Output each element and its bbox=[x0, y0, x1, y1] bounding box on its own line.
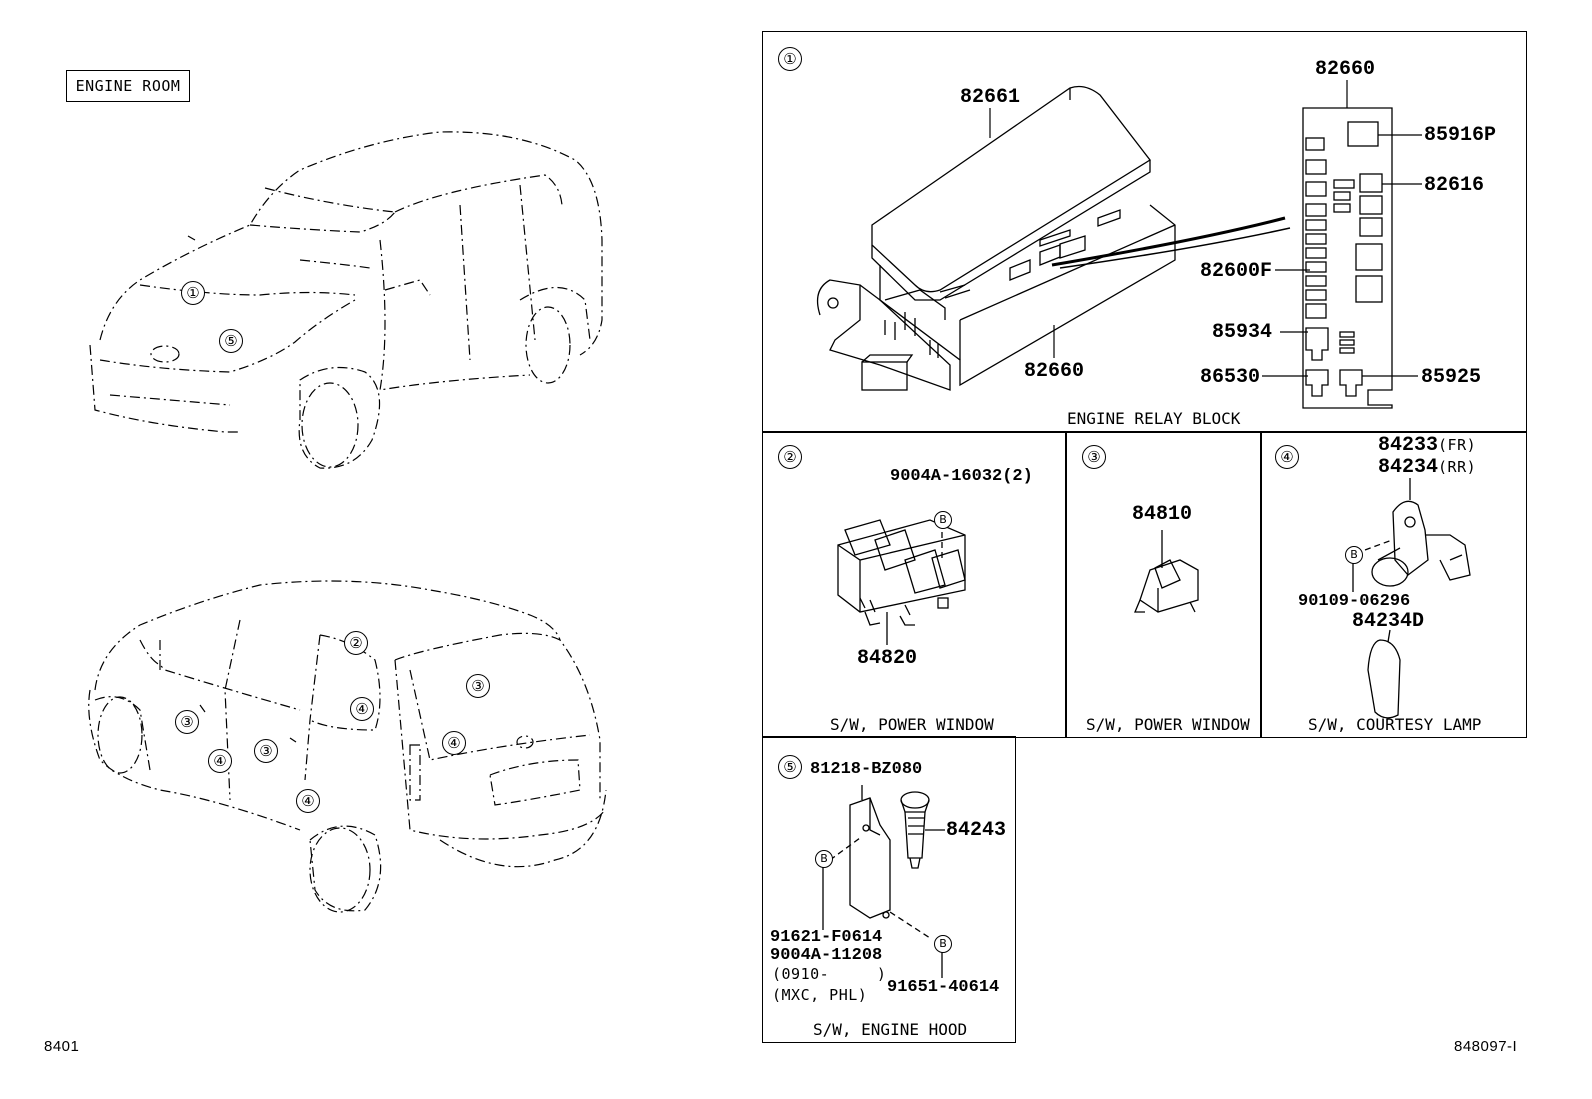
part-86530: 86530 bbox=[1200, 366, 1261, 389]
panel5-caption: S/W, ENGINE HOOD bbox=[813, 1020, 968, 1039]
power-window-switch-drawing bbox=[1134, 530, 1199, 613]
part-84234D: 84234D bbox=[1352, 610, 1425, 633]
part-90109-06296: 90109-06296 bbox=[1298, 592, 1411, 611]
panel2-number: ② bbox=[778, 445, 802, 469]
part-82660-top: 82660 bbox=[1315, 58, 1376, 81]
panel3-caption: S/W, POWER WINDOW bbox=[1086, 715, 1250, 734]
callout-4-rear-upper: ④ bbox=[350, 697, 374, 721]
page-ref-left: 8401 bbox=[44, 1038, 80, 1055]
part-82616: 82616 bbox=[1424, 174, 1485, 197]
relay-block-drawing bbox=[816, 85, 1393, 409]
panel4-caption: S/W, COURTESY LAMP bbox=[1308, 715, 1482, 734]
part-81218-BZ080: 81218-BZ080 bbox=[810, 760, 923, 779]
bolt-marker-panel4: B bbox=[1345, 546, 1363, 564]
callout-3-mid-door: ③ bbox=[254, 739, 278, 763]
part-84820: 84820 bbox=[857, 647, 918, 670]
suffix-fr: (FR) bbox=[1438, 436, 1477, 454]
bolt-marker-panel5-left: B bbox=[815, 850, 833, 868]
part-84234-rr: 84234(RR) bbox=[1378, 456, 1476, 479]
part-84243: 84243 bbox=[946, 819, 1007, 842]
car-rear-view bbox=[88, 580, 607, 913]
engine-hood-switch-drawing bbox=[822, 785, 945, 978]
date-range-note: (0910- ) bbox=[772, 965, 887, 983]
panel2-caption: S/W, POWER WINDOW bbox=[830, 715, 994, 734]
panel1-number: ① bbox=[778, 47, 802, 71]
callout-3-rear-door: ③ bbox=[466, 674, 490, 698]
part-84233: 84233 bbox=[1378, 434, 1439, 457]
part-84233-fr: 84233(FR) bbox=[1378, 434, 1476, 457]
part-82661: 82661 bbox=[960, 86, 1021, 109]
panel4-number: ④ bbox=[1275, 445, 1299, 469]
region-note: (MXC, PHL) bbox=[772, 986, 868, 1004]
panel1-caption: ENGINE RELAY BLOCK bbox=[1067, 409, 1241, 428]
power-window-master-switch-drawing bbox=[837, 519, 966, 645]
bolt-marker-panel2: B bbox=[934, 511, 952, 529]
part-91621-F0614: 91621-F0614 bbox=[770, 928, 883, 947]
callout-4-rear-gate: ④ bbox=[442, 731, 466, 755]
part-84234: 84234 bbox=[1378, 456, 1439, 479]
callout-1-top: ① bbox=[181, 281, 205, 305]
car-front-view bbox=[89, 131, 603, 469]
panel-engine-hood-switch bbox=[762, 736, 1016, 1043]
panel-courtesy-lamp bbox=[1260, 431, 1527, 738]
callout-5-top: ⑤ bbox=[219, 329, 243, 353]
courtesy-lamp-switch-drawing bbox=[1352, 478, 1471, 719]
part-9004A-11208: 9004A-11208 bbox=[770, 946, 883, 965]
part-85925: 85925 bbox=[1421, 366, 1482, 389]
panel-engine-relay-block bbox=[762, 31, 1527, 433]
part-84810: 84810 bbox=[1132, 503, 1193, 526]
panel-power-window bbox=[1065, 431, 1262, 738]
bolt-marker-panel5-right: B bbox=[934, 935, 952, 953]
callout-4-front-door: ④ bbox=[208, 749, 232, 773]
callout-2-bottom: ② bbox=[344, 631, 368, 655]
suffix-rr: (RR) bbox=[1438, 458, 1477, 476]
part-82600F: 82600F bbox=[1200, 260, 1273, 283]
part-9004A-16032: 9004A-16032(2) bbox=[890, 467, 1033, 486]
callout-4-lower: ④ bbox=[296, 789, 320, 813]
panel5-number: ⑤ bbox=[778, 755, 802, 779]
panel3-number: ③ bbox=[1082, 445, 1106, 469]
part-85934: 85934 bbox=[1212, 321, 1273, 344]
engine-room-label: ENGINE ROOM bbox=[66, 70, 190, 102]
part-91651-40614: 91651-40614 bbox=[887, 978, 1000, 997]
part-82660-bottom: 82660 bbox=[1024, 360, 1085, 383]
panel-power-window-master bbox=[762, 431, 1067, 738]
part-85916P: 85916P bbox=[1424, 124, 1497, 147]
callout-3-front-door: ③ bbox=[175, 710, 199, 734]
page-ref-right: 848097-I bbox=[1454, 1038, 1518, 1055]
